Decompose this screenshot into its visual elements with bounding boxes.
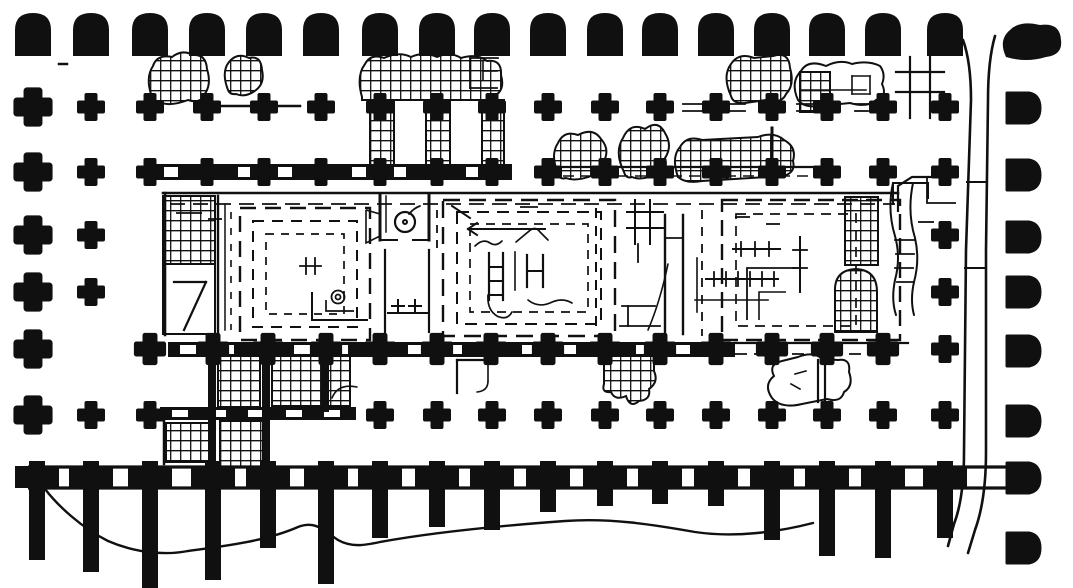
column-grid [13,12,1062,565]
shoreline-curve [43,487,815,555]
quay-and-piles [15,461,1008,588]
wall-linework [57,55,956,474]
canal-channel [946,34,997,555]
